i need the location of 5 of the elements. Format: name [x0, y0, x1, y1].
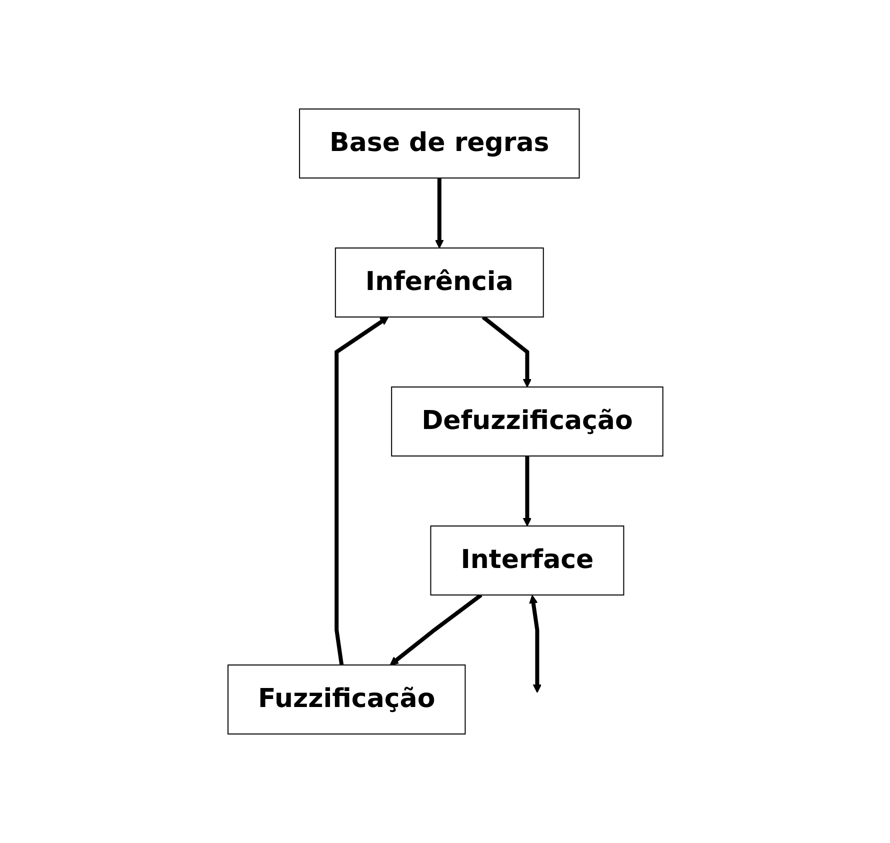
- process-box: Inferência: [334, 248, 544, 318]
- process-box: Base de regras: [298, 108, 580, 178]
- process-box: Defuzzificação: [390, 386, 663, 456]
- process-box: Fuzzificação: [227, 664, 466, 734]
- process-box: Interface: [430, 526, 624, 596]
